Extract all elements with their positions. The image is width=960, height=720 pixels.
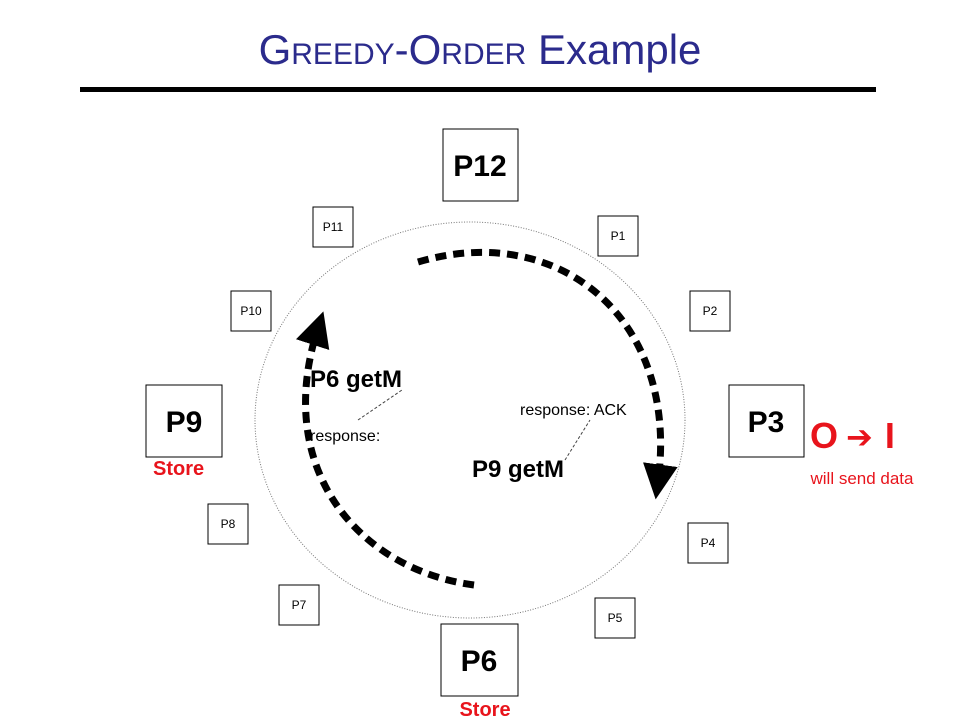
will-send-data-label: will send data [809,469,914,488]
node-p1: P1 [597,215,639,257]
state-transition: O➔ I [810,415,895,456]
node-p5: P5 [594,597,636,639]
node-p6: P6 [440,623,519,697]
counter-clockwise-arrow [295,311,475,589]
response-ack-label: response: ACK [520,402,627,419]
response-left-label: response: [310,428,380,445]
title-dash: - [395,26,409,73]
title-reedy: REEDY [291,38,394,71]
node-p6-label: P6 [461,645,498,678]
title-rder: RDER [441,38,526,71]
ring-ellipse [254,221,686,619]
node-p7-label: P7 [292,598,307,612]
state-to: I [885,415,895,456]
node-p7: P7 [278,584,320,626]
p6-store-label: Store [459,699,510,720]
response-leader-left [357,389,403,421]
node-p11-label: P11 [323,220,344,234]
node-p3: P3 [728,384,805,458]
node-p12: P12 [442,128,519,202]
title-g: G [259,26,292,73]
node-p4: P4 [687,522,729,564]
node-p2: P2 [689,290,731,332]
node-p12-label: P12 [453,150,506,183]
node-p4-label: P4 [701,536,716,550]
node-p10-label: P10 [240,304,262,318]
slide-title: GREEDY-ORDER Example [259,26,702,73]
node-p8-label: P8 [221,517,236,531]
node-p9: P9 [145,384,223,458]
node-p2-label: P2 [703,304,718,318]
response-leader-ack [564,419,591,461]
title-underline [80,87,876,92]
p6-getm-label: P6 getM [310,366,402,393]
node-p5-label: P5 [608,611,623,625]
state-from: O [810,415,838,456]
node-p3-label: P3 [748,406,785,439]
p9-store-label: Store [153,458,204,480]
node-p11: P11 [312,206,354,248]
node-p9-label: P9 [166,406,203,439]
node-p1-label: P1 [611,229,626,243]
p9-getm-label: P9 getM [472,456,564,483]
title-o: O [409,26,442,73]
title-example: Example [526,26,701,73]
node-p8: P8 [207,503,249,545]
transition-arrow-icon: ➔ [846,418,873,456]
node-p10: P10 [230,290,272,332]
clockwise-arrow [417,249,678,500]
